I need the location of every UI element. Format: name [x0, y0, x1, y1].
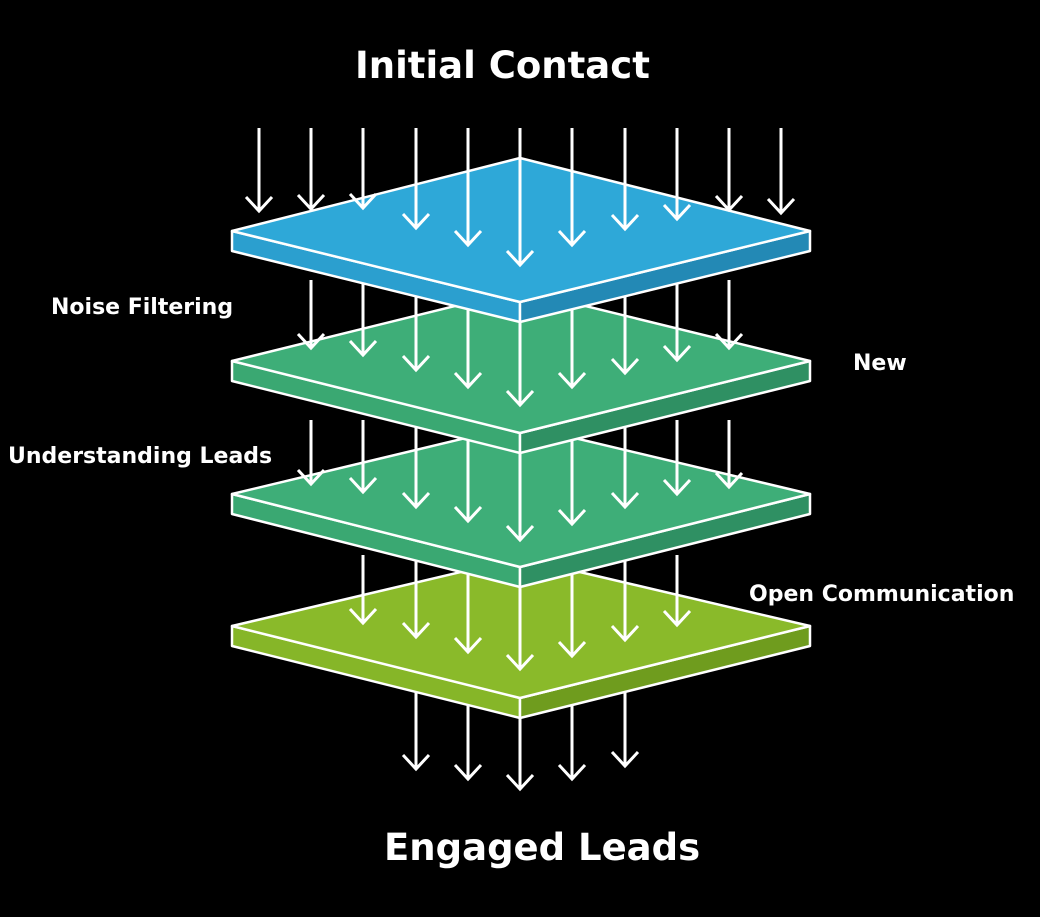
- arrow-icon: [714, 128, 744, 213]
- arrow-icon: [505, 128, 535, 268]
- arrow-icon: [401, 690, 431, 772]
- arrow-icon: [348, 128, 378, 211]
- label-new: New: [853, 351, 907, 376]
- arrow-icon: [610, 420, 640, 510]
- arrow-icon: [714, 420, 744, 490]
- arrow-icon: [610, 555, 640, 643]
- arrow-icon: [244, 128, 274, 214]
- arrow-icon: [296, 128, 326, 212]
- arrow-icon: [662, 128, 692, 222]
- arrow-icon: [662, 555, 692, 628]
- arrow-icon: [766, 128, 796, 216]
- arrow-icon: [610, 690, 640, 769]
- arrows-to-initial-contact-layer: [244, 128, 796, 268]
- arrow-icon: [348, 280, 378, 358]
- arrow-icon: [662, 420, 692, 497]
- arrow-icon: [348, 555, 378, 626]
- arrow-icon: [401, 555, 431, 640]
- title-engaged-leads: Engaged Leads: [384, 826, 701, 869]
- label-noise-filtering: Noise Filtering: [51, 295, 234, 320]
- arrow-icon: [296, 420, 326, 487]
- arrow-icon: [714, 280, 744, 351]
- arrow-icon: [401, 420, 431, 510]
- arrow-icon: [610, 128, 640, 232]
- arrow-icon: [453, 128, 483, 248]
- arrow-icon: [401, 128, 431, 231]
- label-understanding-leads: Understanding Leads: [8, 444, 273, 469]
- label-open-communication: Open Communication: [749, 582, 1015, 607]
- arrow-icon: [557, 128, 587, 248]
- arrow-icon: [348, 420, 378, 495]
- arrow-icon: [662, 280, 692, 363]
- title-initial-contact: Initial Contact: [355, 44, 650, 87]
- arrow-icon: [296, 280, 326, 351]
- arrows-to-understanding-leads-layer: [296, 420, 744, 543]
